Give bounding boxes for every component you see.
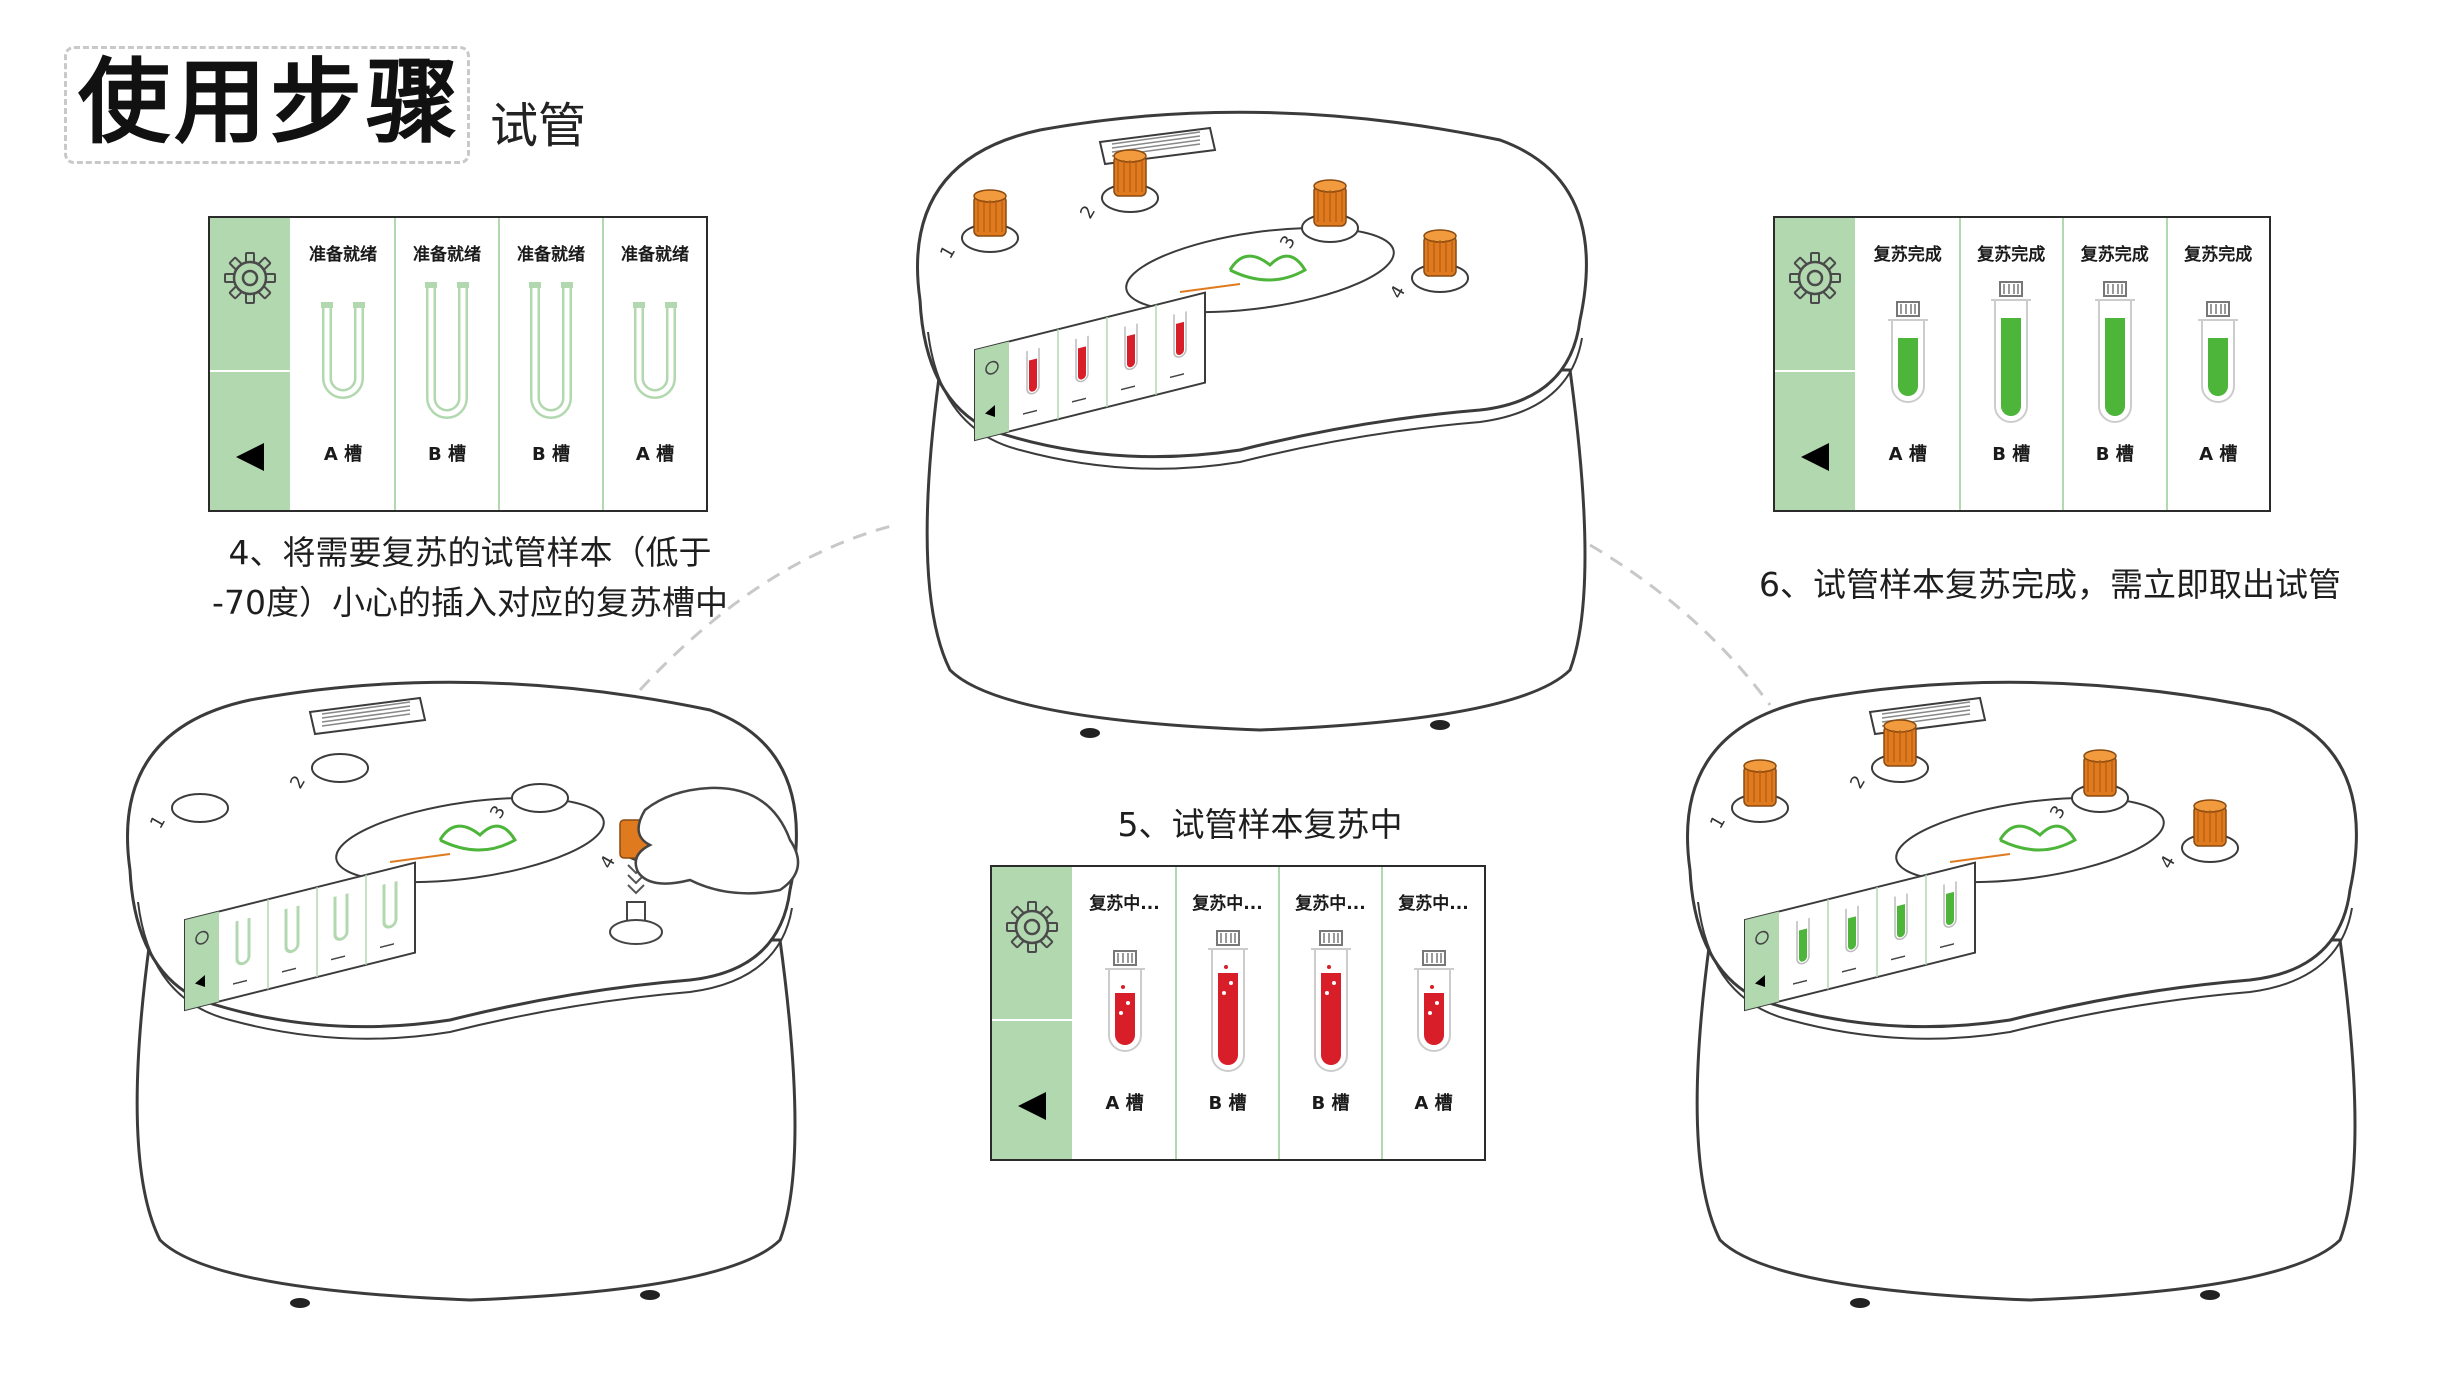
slot-label: A 槽: [635, 444, 675, 465]
back-arrow-icon[interactable]: [1795, 437, 1835, 477]
screen-panel-complete: 复苏完成 A 槽复苏完成 B 槽复苏完成 B 槽复苏完成 A 槽: [1773, 216, 2271, 512]
screen-panel-ready: 准备就绪 A 槽准备就绪 B 槽准备就绪 B 槽准备就绪 A 槽: [208, 216, 708, 512]
slot-status: 复苏中...: [1192, 894, 1263, 914]
title-frame: [64, 46, 470, 164]
slot-column: 复苏完成 A 槽: [2165, 218, 2270, 510]
slot-label: A 槽: [1105, 1093, 1144, 1114]
slot-status: 复苏完成: [1977, 245, 2046, 265]
slot-column: 复苏中... B 槽: [1175, 867, 1278, 1159]
slot-column: 准备就绪 A 槽: [292, 218, 394, 510]
gear-icon[interactable]: [223, 251, 277, 305]
test-tube-icon: [417, 278, 477, 428]
slot-label: A 槽: [1414, 1093, 1453, 1114]
test-tube-icon: [1878, 298, 1938, 408]
slot-status: 复苏中...: [1295, 894, 1366, 914]
slot-status: 复苏完成: [1873, 245, 1942, 265]
slot-label: A 槽: [1888, 444, 1927, 465]
test-tube-icon: [625, 298, 685, 408]
slot-status: 准备就绪: [309, 245, 377, 265]
slot-label: B 槽: [428, 444, 466, 465]
step4-line1: 4、将需要复苏的试管样本（低于: [228, 533, 712, 572]
step6-caption: 6、试管样本复苏完成，需立即取出试管: [1759, 565, 2341, 604]
test-tube-icon: [1198, 927, 1258, 1077]
slot-column: 复苏中... A 槽: [1381, 867, 1484, 1159]
slot-column: 复苏中... B 槽: [1278, 867, 1381, 1159]
panel-sidebar: [210, 218, 292, 510]
test-tube-icon: [1095, 947, 1155, 1057]
test-tube-icon: [2188, 298, 2248, 408]
page-subtitle: 试管: [490, 98, 587, 154]
slot-status: 准备就绪: [517, 245, 585, 265]
page-title: 使用步骤: [78, 49, 463, 156]
step4-caption: 4、将需要复苏的试管样本（低于 -70度）小心的插入对应的复苏槽中: [200, 528, 740, 628]
test-tube-icon: [1301, 927, 1361, 1077]
slot-column: 准备就绪 B 槽: [498, 218, 602, 510]
slot-column: 准备就绪 A 槽: [602, 218, 706, 510]
slot-status: 复苏完成: [2184, 245, 2253, 265]
slot-column: 准备就绪 B 槽: [394, 218, 498, 510]
test-tube-icon: [313, 298, 373, 408]
gear-icon[interactable]: [1788, 251, 1842, 305]
gear-icon[interactable]: [1005, 900, 1059, 954]
step5-caption: 5、试管样本复苏中: [1117, 805, 1403, 844]
hand-icon: [634, 786, 800, 895]
slot-label: B 槽: [1311, 1093, 1350, 1114]
slot-status: 复苏完成: [2080, 245, 2149, 265]
panel-sidebar: [1775, 218, 1857, 510]
slot-status: 准备就绪: [621, 245, 689, 265]
test-tube-icon: [2085, 278, 2145, 428]
slot-label: B 槽: [2095, 444, 2134, 465]
test-tube-icon: [521, 278, 581, 428]
test-tube-icon: [1404, 947, 1464, 1057]
slot-status: 准备就绪: [413, 245, 481, 265]
back-arrow-icon[interactable]: [230, 437, 270, 477]
slot-status: 复苏中...: [1398, 894, 1469, 914]
slot-label: A 槽: [2199, 444, 2238, 465]
slot-label: B 槽: [1208, 1093, 1247, 1114]
slot-status: 复苏中...: [1089, 894, 1160, 914]
slot-column: 复苏中... A 槽: [1074, 867, 1175, 1159]
panel-sidebar: [992, 867, 1074, 1159]
slot-column: 复苏完成 A 槽: [1857, 218, 1959, 510]
back-arrow-icon[interactable]: [1012, 1086, 1052, 1126]
test-tube-icon: [1981, 278, 2041, 428]
slot-label: B 槽: [532, 444, 570, 465]
step4-line2: -70度）小心的插入对应的复苏槽中: [212, 583, 728, 622]
slot-label: A 槽: [323, 444, 363, 465]
slot-column: 复苏完成 B 槽: [2062, 218, 2166, 510]
slot-label: B 槽: [1992, 444, 2031, 465]
screen-panel-thawing: 复苏中... A 槽复苏中... B 槽复苏中... B 槽复苏中...: [990, 865, 1486, 1161]
slot-column: 复苏完成 B 槽: [1958, 218, 2063, 510]
